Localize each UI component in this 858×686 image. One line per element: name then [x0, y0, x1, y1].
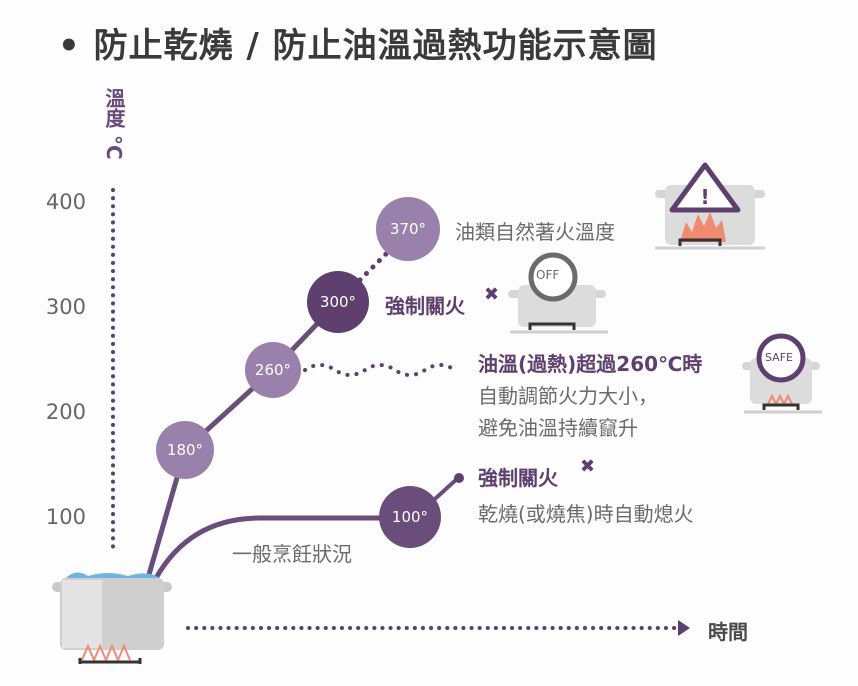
force-off-dry-label: 強制關火: [478, 466, 558, 490]
x-axis-arrow-icon: [678, 620, 690, 636]
point-180: [156, 421, 214, 479]
overheat-line-1: 油溫(過熱)超過260℃時: [478, 352, 703, 376]
point-370-label: 370°: [389, 220, 427, 238]
force-off-300-label: 強制關火: [385, 294, 465, 318]
y-axis-label: 溫度 °C: [102, 88, 126, 160]
fire-warning-pot-icon: !: [655, 162, 765, 250]
normal-cooking-path: [153, 515, 400, 580]
overheat-path: [145, 300, 340, 579]
dry-off-dot: [454, 473, 464, 483]
normal-cooking-label: 一般烹飪狀況: [232, 542, 352, 566]
safe-badge-text: SAFE: [765, 351, 793, 364]
y-tick-300: 300: [45, 295, 86, 319]
overheat-line-3: 避免油溫持續竄升: [478, 416, 638, 440]
point-260: [245, 342, 301, 398]
y-tick-100: 100: [45, 505, 86, 529]
y-tick-400: 400: [45, 190, 86, 214]
point-100-label: 100°: [391, 508, 429, 526]
dry-burn-label: 乾燒(或燒焦)時自動熄火: [478, 502, 694, 526]
regulate-wavy-path: [303, 363, 457, 377]
ignition-temp-label: 油類自然著火溫度: [455, 220, 615, 244]
off-badge-text: OFF: [536, 268, 560, 282]
point-100: [379, 486, 441, 548]
overheat-line-2: 自動調節火力大小，: [478, 384, 658, 408]
ignition-dotted-path: [357, 245, 395, 283]
x-mark-icon: ✖: [580, 456, 596, 477]
main-pot-icon: [52, 572, 172, 664]
x-mark-icon: ✖: [484, 284, 500, 305]
y-tick-200: 200: [45, 400, 86, 424]
svg-text:!: !: [700, 185, 709, 209]
point-180-label: 180°: [166, 441, 204, 459]
page-title: • 防止乾燒 / 防止油溫過熱功能示意圖: [58, 26, 658, 66]
x-axis-label: 時間: [708, 620, 748, 644]
point-260-label: 260°: [254, 361, 292, 379]
warning-triangle-icon: [669, 162, 741, 213]
safe-pot-icon: [742, 333, 822, 414]
point-370: [376, 197, 440, 261]
off-pot-icon: [508, 252, 608, 334]
point-300-label: 300°: [319, 293, 357, 311]
point-300: [307, 271, 369, 333]
